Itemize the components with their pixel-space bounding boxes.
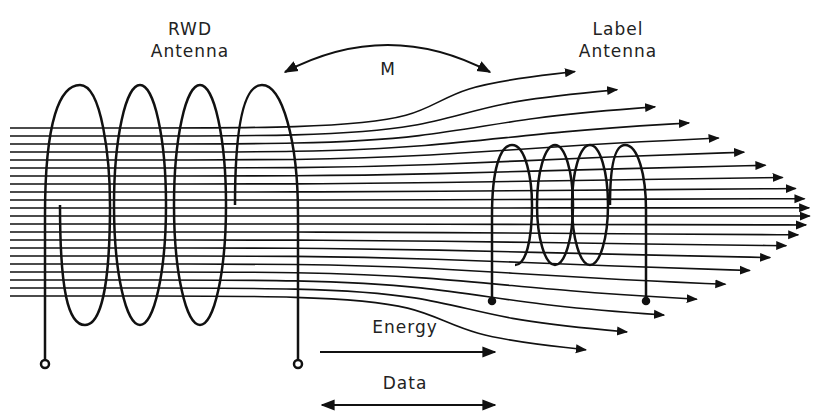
field-line: [10, 223, 806, 226]
rwd-coil: [41, 85, 302, 368]
field-line: [10, 107, 655, 144]
field-line: [10, 272, 697, 299]
field-line: [10, 123, 689, 152]
antenna-label: RWD Antenna: [145, 18, 235, 62]
flow-label: Energy: [345, 316, 465, 338]
field-line: [10, 240, 786, 246]
antenna-label: Label Antenna: [573, 18, 663, 62]
energy-arrow: [320, 351, 495, 353]
mutual-inductance-label: M: [368, 58, 408, 80]
field-line: [10, 207, 809, 209]
field-line: [10, 232, 798, 235]
flow-label: Data: [345, 372, 465, 394]
field-line: [10, 189, 796, 192]
label-coil: [489, 145, 649, 304]
field-line: [10, 152, 744, 168]
field-line: [10, 90, 617, 136]
field-line: [10, 177, 783, 184]
field-line: [10, 215, 810, 217]
field-line: [10, 199, 805, 200]
field-line: [10, 165, 765, 176]
field-line: [10, 280, 664, 315]
field-lines: [10, 72, 810, 350]
data-arrow: [322, 404, 495, 406]
